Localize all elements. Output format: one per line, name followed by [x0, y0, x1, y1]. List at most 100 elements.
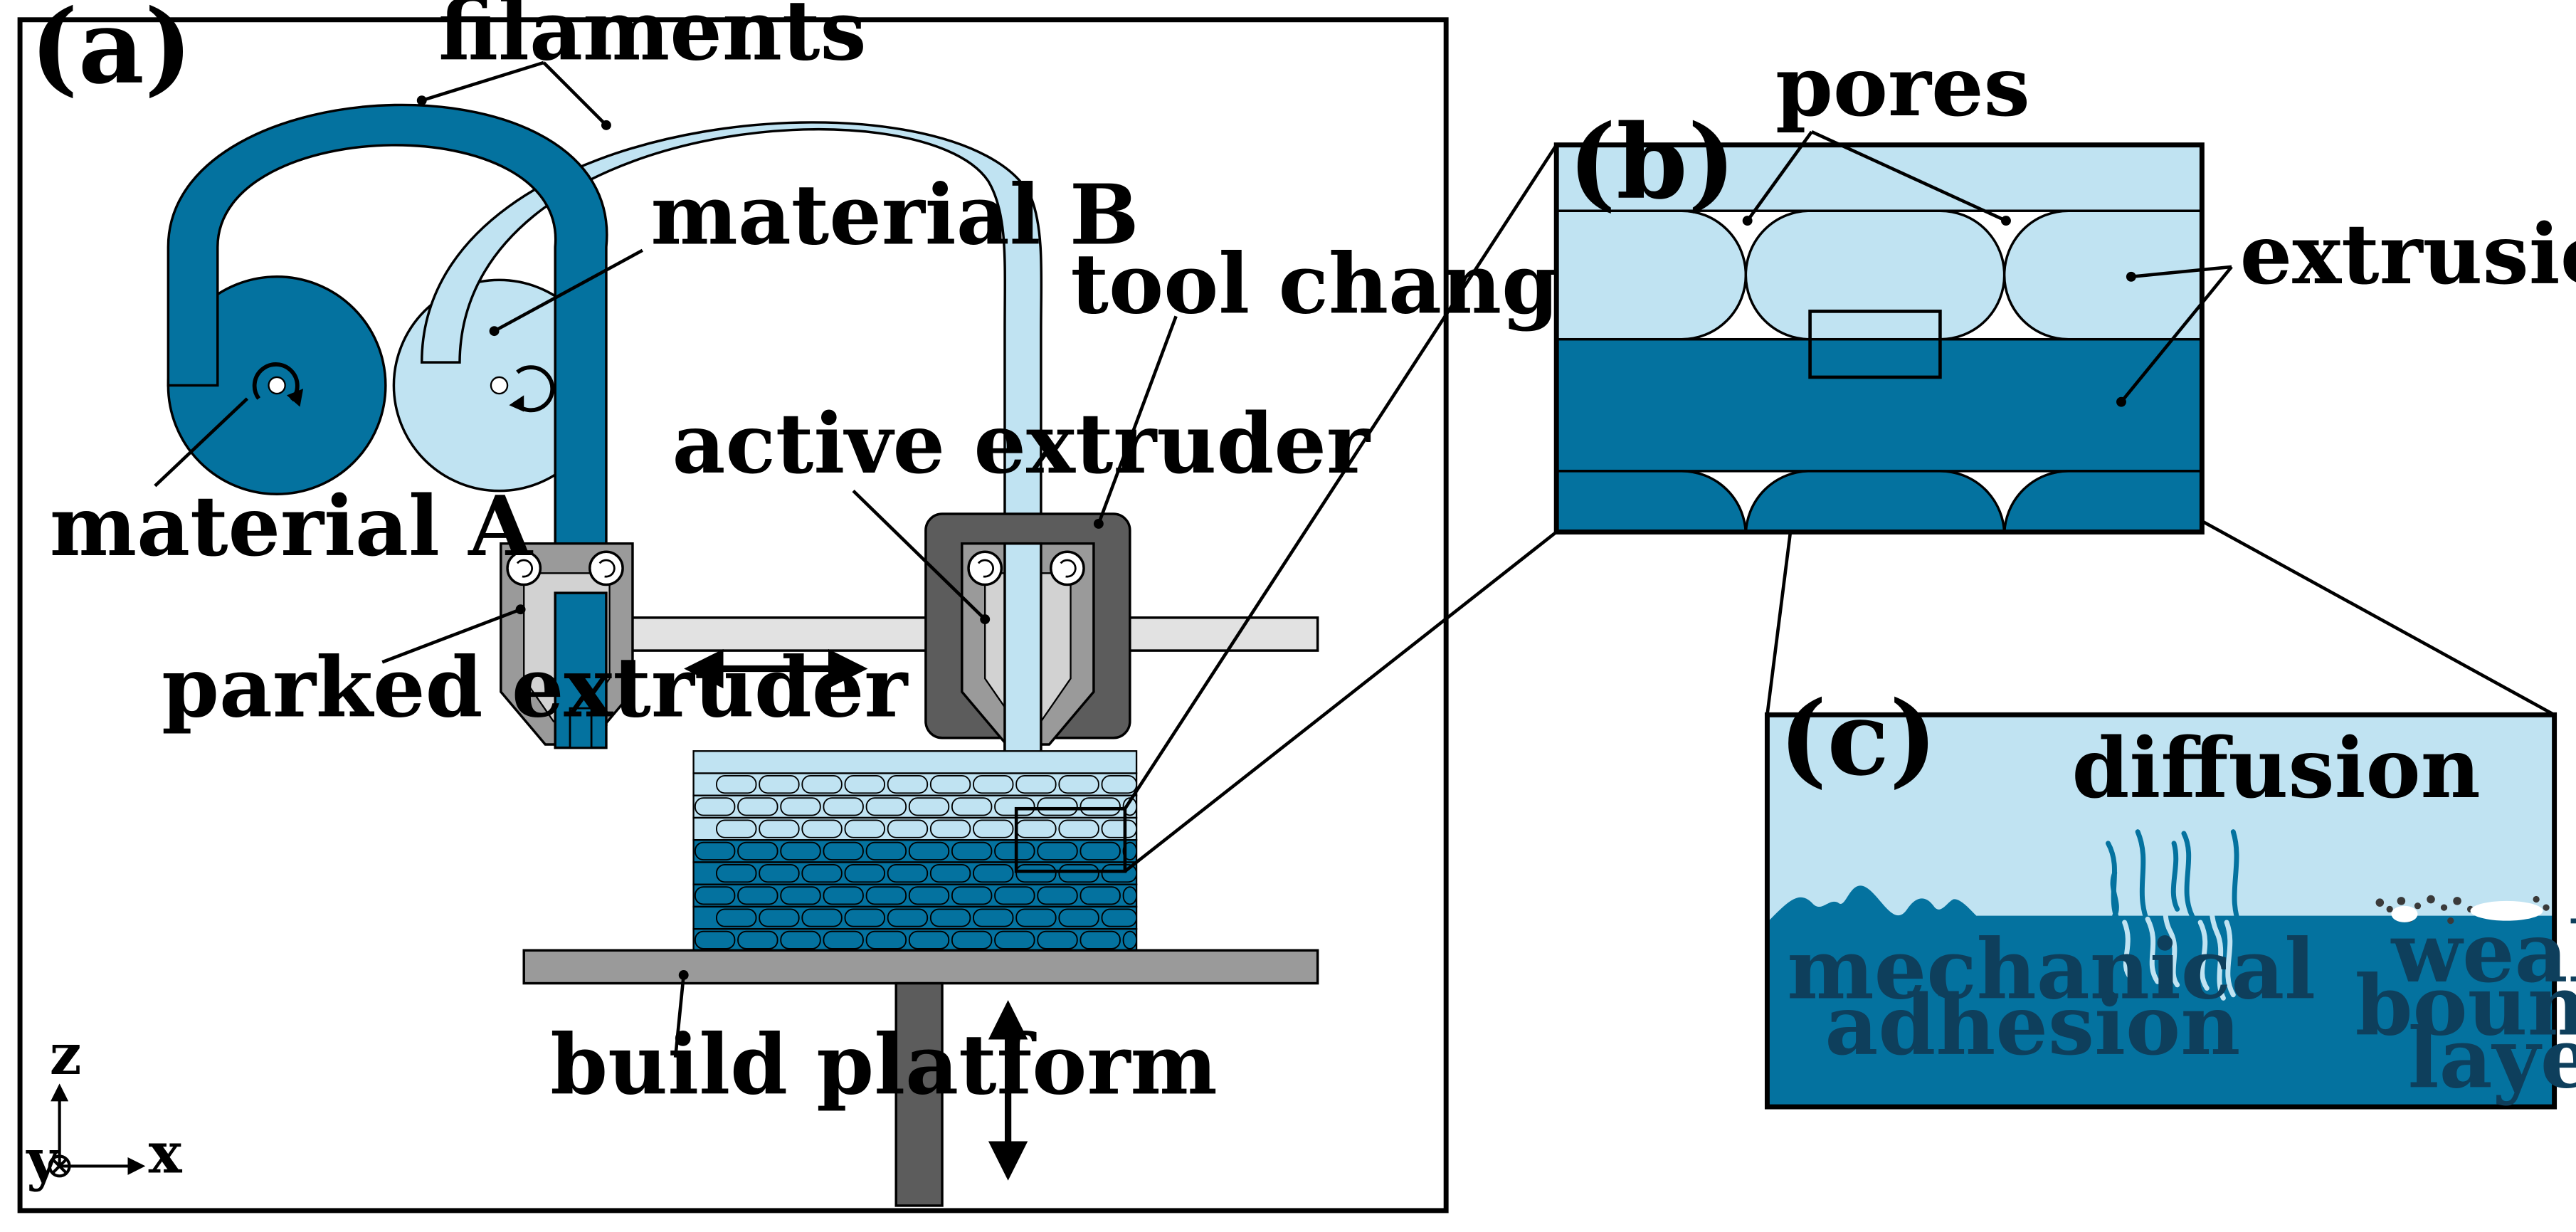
axis-y-label: y: [25, 1127, 60, 1193]
polymer-chain: [2122, 920, 2134, 981]
stack-bead: [823, 841, 864, 860]
stack-bead: [759, 864, 800, 883]
panel-b-frame: [1553, 142, 2205, 535]
label-pores: pores: [1775, 38, 2030, 135]
stack-bead: [780, 930, 821, 949]
stack-bead: [865, 930, 907, 949]
stack-layer: [692, 750, 1138, 774]
stack-bead: [823, 886, 864, 905]
y-axis-into-page-icon: [48, 1154, 71, 1178]
panel-c-frame: [1764, 712, 2557, 1110]
label-weak-line1: weak: [2390, 905, 2576, 1001]
stack-bead: [844, 908, 885, 927]
stack-bead: [737, 841, 778, 860]
interface-dark-material: [1767, 885, 2555, 1107]
spool-a-hub: [268, 376, 286, 395]
stack-bead: [801, 775, 843, 794]
stack-bead: [1058, 864, 1099, 883]
stack-bead: [908, 930, 950, 949]
stack-bead: [865, 797, 907, 816]
weak-boundary-void-large: [2470, 900, 2543, 921]
stack-bead: [759, 819, 800, 838]
label-filaments: filaments: [438, 0, 867, 79]
stack-bead: [1058, 775, 1099, 794]
leader-dots-a: [416, 95, 1104, 980]
stack-bead: [780, 797, 821, 816]
stack-bead: [844, 775, 885, 794]
stack-bead: [737, 886, 778, 905]
stack-bead: [716, 864, 757, 883]
stack-bead: [1037, 841, 1078, 860]
label-mechanical-line1: mechanical: [1787, 921, 2316, 1018]
leader-dots-b: [1742, 216, 2136, 407]
platform-column: [894, 981, 944, 1207]
label-active-extruder: active extruder: [672, 396, 1371, 493]
stack-bead: [1101, 908, 1138, 927]
build-platform: [522, 949, 1319, 985]
label-material-a: material A: [50, 478, 534, 575]
polymer-chain: [2197, 920, 2210, 991]
axis-triad: [48, 1083, 146, 1178]
stack-bead: [929, 819, 971, 838]
stack-bead: [694, 797, 736, 816]
spool-b-rotation-icon: [512, 365, 555, 413]
extrusion-line-light-2: [1744, 209, 2006, 341]
stack-bead: [865, 886, 907, 905]
panel-c: (c) diffusion mechanical adhesion weak b…: [1764, 678, 2576, 1110]
polymer-chain: [2145, 916, 2160, 984]
zoom-box-a: [1014, 806, 1127, 873]
leader-lines-b: [1746, 130, 2233, 404]
stack-bead: [1080, 886, 1121, 905]
stack-bead: [694, 930, 736, 949]
stack-bead: [951, 886, 993, 905]
extrusion-line-dark: [1556, 337, 2202, 473]
spool-b-hub: [490, 376, 509, 395]
stack-bead: [1101, 819, 1138, 838]
polymer-chain: [2110, 870, 2119, 919]
stack-bead: [716, 908, 757, 927]
polymer-chain: [2170, 841, 2180, 912]
label-weak-line3: layer: [2408, 1010, 2576, 1107]
stack-bead: [951, 930, 993, 949]
stack-bead: [844, 819, 885, 838]
stack-bead: [1015, 864, 1057, 883]
label-mechanical-line2: adhesion: [1825, 977, 2240, 1074]
panel-b-label: (b): [1568, 102, 1736, 222]
polymer-chain: [2158, 853, 2180, 988]
stack-bead: [801, 908, 843, 927]
stack-bead: [1080, 930, 1121, 949]
stack-bead: [780, 841, 821, 860]
stack-bead: [951, 797, 993, 816]
label-build-platform: build platform: [550, 1017, 1218, 1114]
stack-bead: [887, 819, 929, 838]
stack-bead: [1037, 930, 1078, 949]
stack-bead: [887, 775, 929, 794]
stack-bead: [801, 819, 843, 838]
stack-bead: [1122, 930, 1138, 949]
stack-bead: [887, 864, 929, 883]
stack-bead: [951, 841, 993, 860]
stack-bead: [1058, 908, 1099, 927]
stack-bead: [801, 864, 843, 883]
stack-bead: [1015, 819, 1057, 838]
spool-material-a: [167, 275, 387, 495]
parked-roller-left-icon: [506, 550, 542, 586]
stack-bead: [823, 797, 864, 816]
stack-bead: [973, 864, 1014, 883]
parked-roller-right-icon: [588, 550, 624, 586]
stack-bead: [694, 841, 736, 860]
tool-change-head: [924, 512, 1131, 759]
stack-bead: [973, 819, 1014, 838]
stack-bead: [887, 908, 929, 927]
polymer-chain: [2181, 831, 2203, 994]
stack-bead: [1015, 908, 1057, 927]
active-roller-right-icon: [1050, 550, 1085, 586]
stack-bead: [973, 908, 1014, 927]
panel-b: (b) pores extrusion lines: [1553, 38, 2576, 535]
panel-a: (a) filaments material B material A tool…: [17, 0, 1863, 1213]
stack-bead: [759, 775, 800, 794]
stack-bead: [737, 930, 778, 949]
stack-bead: [1080, 841, 1121, 860]
stack-bead: [1037, 886, 1078, 905]
stack-bead: [694, 886, 736, 905]
